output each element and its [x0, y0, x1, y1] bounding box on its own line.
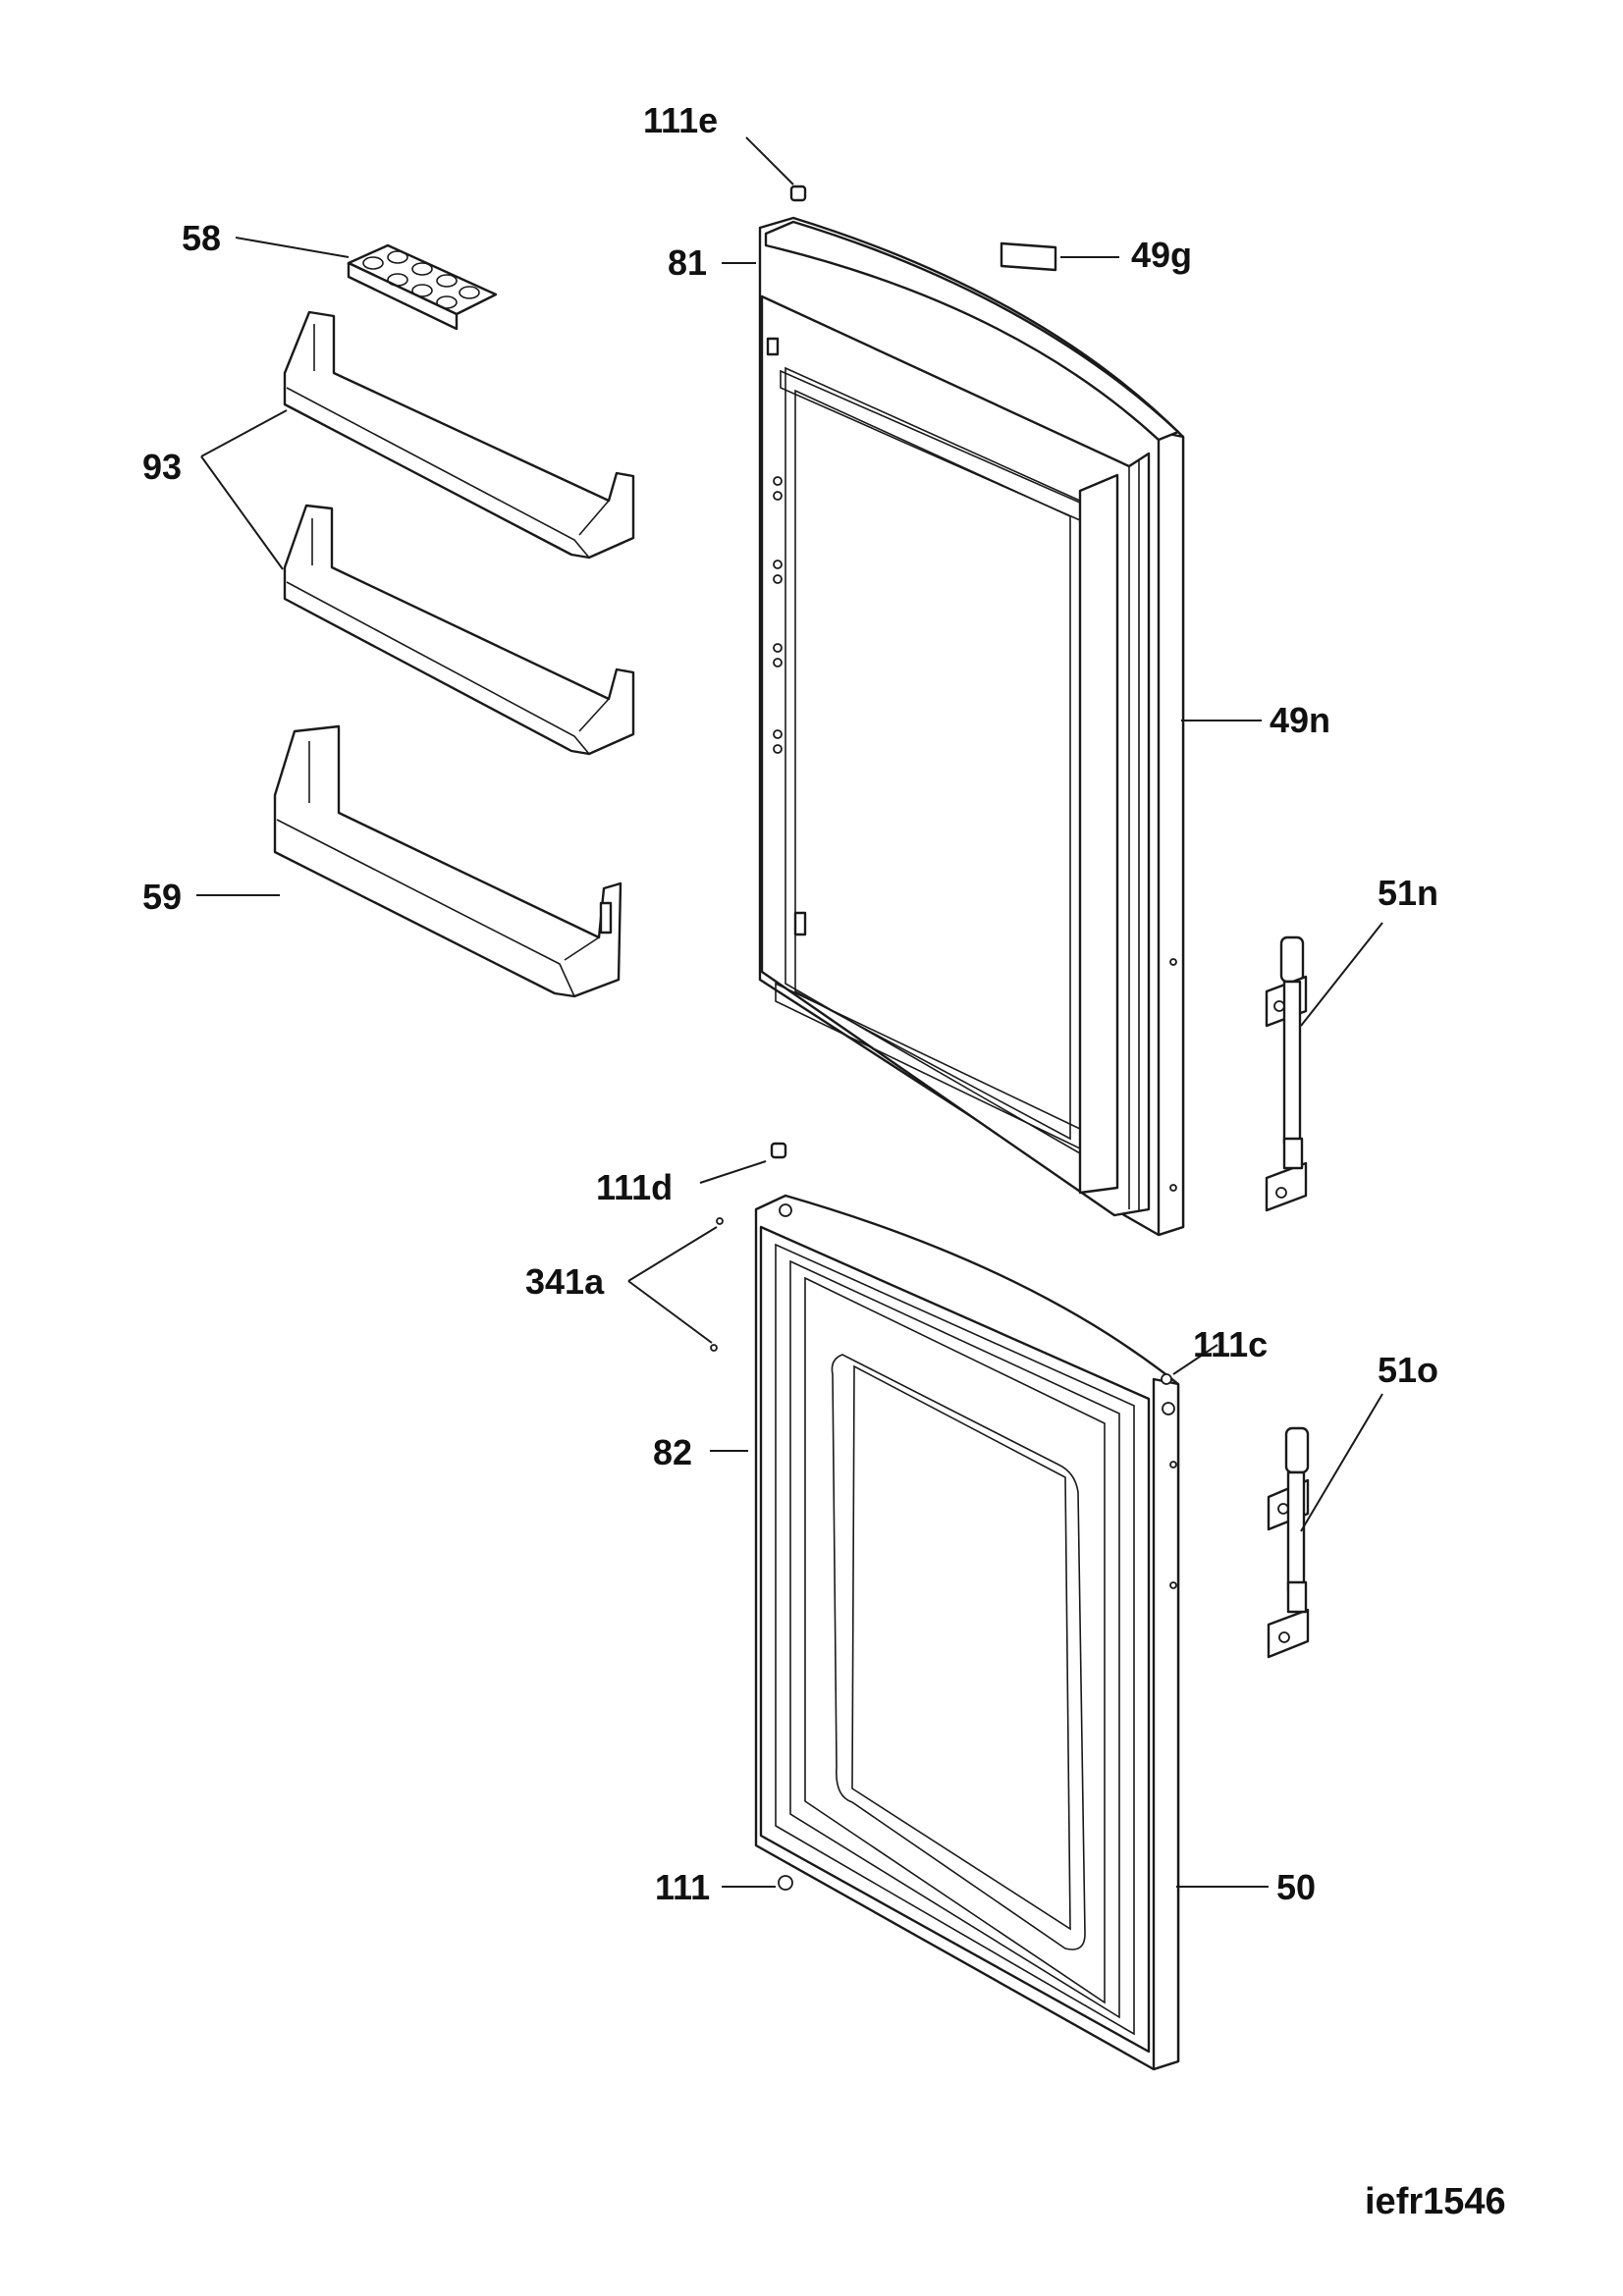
part-labels: 111e 58 81 49g 93 49n 51n 59 111d 341a 1…	[142, 100, 1438, 1907]
label-59: 59	[142, 877, 182, 917]
hinge-51n	[1265, 935, 1308, 1212]
label-82: 82	[653, 1432, 692, 1472]
hinge-51o	[1267, 1426, 1310, 1659]
label-93: 93	[142, 447, 182, 487]
label-111: 111	[655, 1867, 710, 1907]
label-111d: 111d	[596, 1167, 673, 1207]
leader-lines	[196, 136, 1383, 1888]
label-49g: 49g	[1131, 235, 1192, 275]
door-shelf-93-lower	[283, 504, 635, 756]
label-111c: 111c	[1193, 1324, 1268, 1364]
label-49n: 49n	[1270, 700, 1330, 740]
label-111e: 111e	[643, 100, 718, 140]
label-51n: 51n	[1378, 873, 1438, 913]
door-shelf-93-upper	[283, 310, 635, 560]
diagram-reference-code: iefr1546	[1365, 2181, 1506, 2222]
upper-door-assembly	[758, 185, 1185, 1237]
lower-door-assembly	[710, 1142, 1180, 2071]
label-341a: 341a	[525, 1261, 605, 1302]
upper-door-clip-holes	[766, 337, 1177, 1192]
egg-tray-58	[347, 243, 498, 331]
bottle-shelf-59	[273, 724, 622, 998]
label-50: 50	[1276, 1867, 1316, 1907]
label-58: 58	[182, 218, 221, 258]
label-51o: 51o	[1378, 1350, 1438, 1390]
label-81: 81	[668, 242, 707, 283]
